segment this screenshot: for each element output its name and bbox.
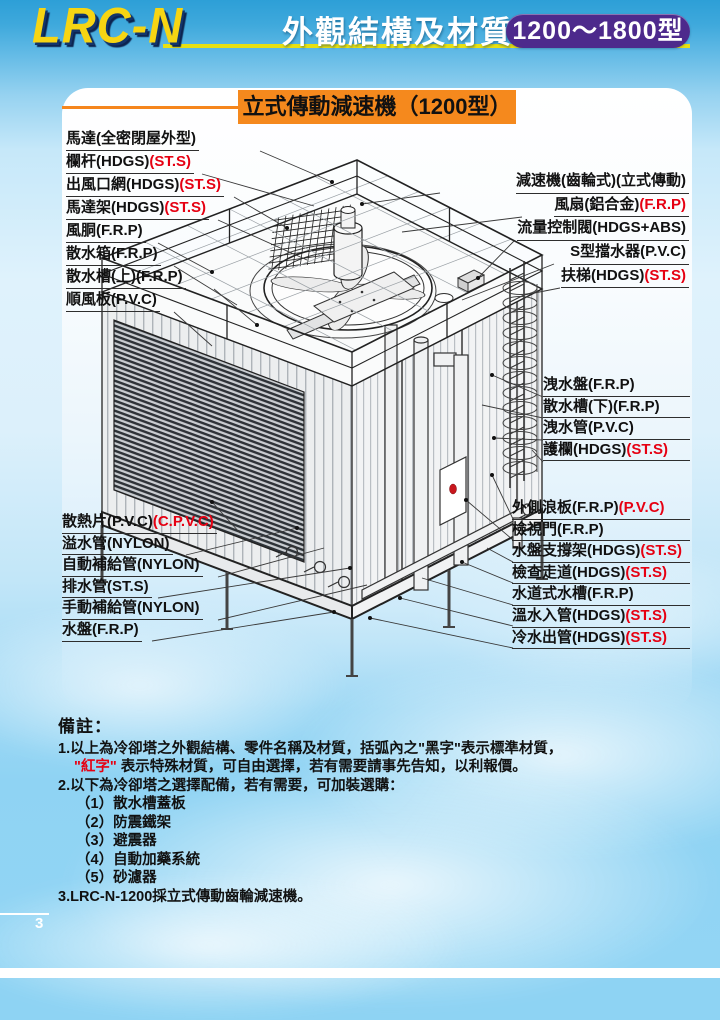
part-label: 手動補給管(NYLON) <box>62 598 203 620</box>
part-label: 風胴(F.R.P) <box>66 220 146 243</box>
note-options: （1）散水槽蓋板 （2）防震鐵架 （3）避震器 （4）自動加藥系統 （5）砂濾器 <box>58 795 673 888</box>
note-line: "紅字" 表示特殊材質，可自由選擇，若有需要請事先告知，以利報價。 <box>74 759 527 775</box>
guard-railing <box>99 159 544 387</box>
note-line: 3.LRC-N-1200採立式傳動齒輪減速機。 <box>58 888 312 905</box>
model-range-badge: 1200～1800型 <box>506 14 690 48</box>
part-label: 欄杆(HDGS)(ST.S) <box>66 151 194 174</box>
cooling-tower-illustration <box>96 150 561 677</box>
valves <box>275 545 351 589</box>
page-number: 3 <box>35 915 44 932</box>
support-legs <box>100 522 544 676</box>
part-label: 水盤(F.R.P) <box>62 620 142 642</box>
part-label: S型擋水器(P.V.C) <box>570 241 689 265</box>
leader-lines <box>151 150 561 649</box>
note-option: （5）砂濾器 <box>76 870 157 886</box>
fill-media-block <box>113 319 305 563</box>
brand-logo: LRC-N <box>32 0 184 54</box>
deck-vent <box>434 293 454 303</box>
diagram-title: 立式傳動減速機（1200型） <box>238 90 516 124</box>
note-option: （2）防震鐵架 <box>76 814 172 831</box>
motor-base-plate <box>313 271 415 323</box>
motor-body <box>333 228 363 281</box>
part-label: 排水管(ST.S) <box>62 577 152 599</box>
notes-heading: 備註： <box>58 717 112 736</box>
part-label: 水道式水槽(F.R.P) <box>512 584 690 606</box>
note-option: （3）避震器 <box>76 833 157 849</box>
part-label: 洩水盤(F.R.P) <box>543 375 690 397</box>
note-line: 2.以下為冷卻塔之選擇配備，若有需要，可加裝選購： <box>58 777 404 794</box>
part-label: 馬達架(HDGS)(ST.S) <box>66 197 209 220</box>
notes-section: 備註： 1.以上為冷卻塔之外觀結構、零件名稱及材質，括弧內之"黑字"表示標準材質… <box>58 717 673 906</box>
note-option: （4）自動加藥系統 <box>76 851 201 868</box>
footer-rule <box>0 913 49 915</box>
part-label: 散水槽(上)(F.R.P) <box>66 266 186 289</box>
label-group-left-bottom: 散熱片(P.V.C)(C.P.V.C)溢水管(NYLON)自動補給管(NYLON… <box>62 512 217 642</box>
motor-cap-top <box>340 206 356 214</box>
title-leader-line <box>62 106 239 109</box>
part-label: 出風口網(HDGS)(ST.S) <box>66 174 224 197</box>
part-label: 減速機(齒輪式)(立式傳動) <box>516 170 689 194</box>
leader-dots <box>210 180 496 620</box>
part-label: 洩水管(P.V.C) <box>543 418 690 440</box>
part-label: 流量控制閥(HDGS+ABS) <box>517 217 689 242</box>
part-label: 護欄(HDGS)(ST.S) <box>543 440 690 462</box>
label-group-left-top: 馬達(全密閉屋外型)欄杆(HDGS)(ST.S)出風口網(HDGS)(ST.S)… <box>66 128 224 312</box>
part-label: 馬達(全密閉屋外型) <box>66 128 199 151</box>
label-group-right-top: 減速機(齒輪式)(立式傳動)風扇(鋁合金)(F.R.P)流量控制閥(HDGS+A… <box>516 170 689 289</box>
part-label: 檢查走道(HDGS)(ST.S) <box>512 563 690 585</box>
page-bottom-margin <box>0 968 720 978</box>
header-underline <box>163 44 690 48</box>
part-label: 檢視門(F.R.P) <box>512 520 690 542</box>
note-option: （1）散水槽蓋板 <box>76 796 186 812</box>
body-edges <box>101 289 543 606</box>
part-label: 溫水入管(HDGS)(ST.S) <box>512 606 690 628</box>
part-label: 扶梯(HDGS)(ST.S) <box>561 265 689 289</box>
part-label: 外側浪板(F.R.P)(P.V.C) <box>512 498 690 520</box>
part-label: 冷水出管(HDGS)(ST.S) <box>512 628 690 650</box>
part-label: 散水箱(F.R.P) <box>66 243 161 266</box>
part-label: 水盤支撐架(HDGS)(ST.S) <box>512 541 690 563</box>
label-group-right-middle: 洩水盤(F.R.P)散水槽(下)(F.R.P)洩水管(P.V.C)護欄(HDGS… <box>543 375 690 462</box>
part-label: 順風板(P.V.C) <box>66 289 160 312</box>
door-handle-red <box>449 483 457 495</box>
page-title: 外觀結構及材質 <box>282 15 513 50</box>
part-label: 風扇(鋁合金)(F.R.P) <box>554 194 689 218</box>
label-group-right-bottom: 外側浪板(F.R.P)(P.V.C)檢視門(F.R.P)水盤支撐架(HDGS)(… <box>512 498 690 650</box>
note-line: 1.以上為冷卻塔之外觀結構、零件名稱及材質，括弧內之"黑字"表示標準材質， <box>58 740 563 757</box>
part-label: 散水槽(下)(F.R.P) <box>543 397 690 419</box>
part-label: 散熱片(P.V.C)(C.P.V.C) <box>62 512 217 534</box>
part-label: 自動補給管(NYLON) <box>62 555 203 577</box>
part-label: 溢水管(NYLON) <box>62 534 173 556</box>
